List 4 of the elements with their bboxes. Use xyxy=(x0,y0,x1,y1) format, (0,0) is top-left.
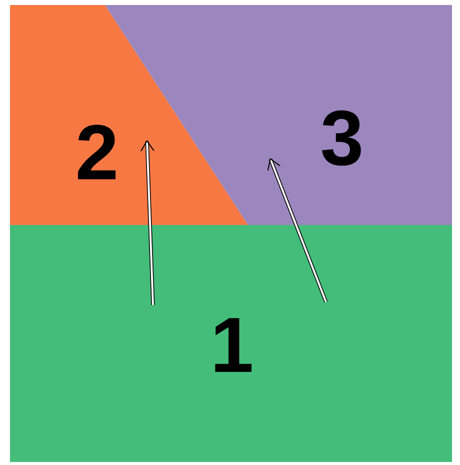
map-region: 2 xyxy=(10,5,248,225)
arrow xyxy=(267,158,328,303)
map-region: 1 xyxy=(10,225,452,462)
arrow xyxy=(140,140,155,306)
